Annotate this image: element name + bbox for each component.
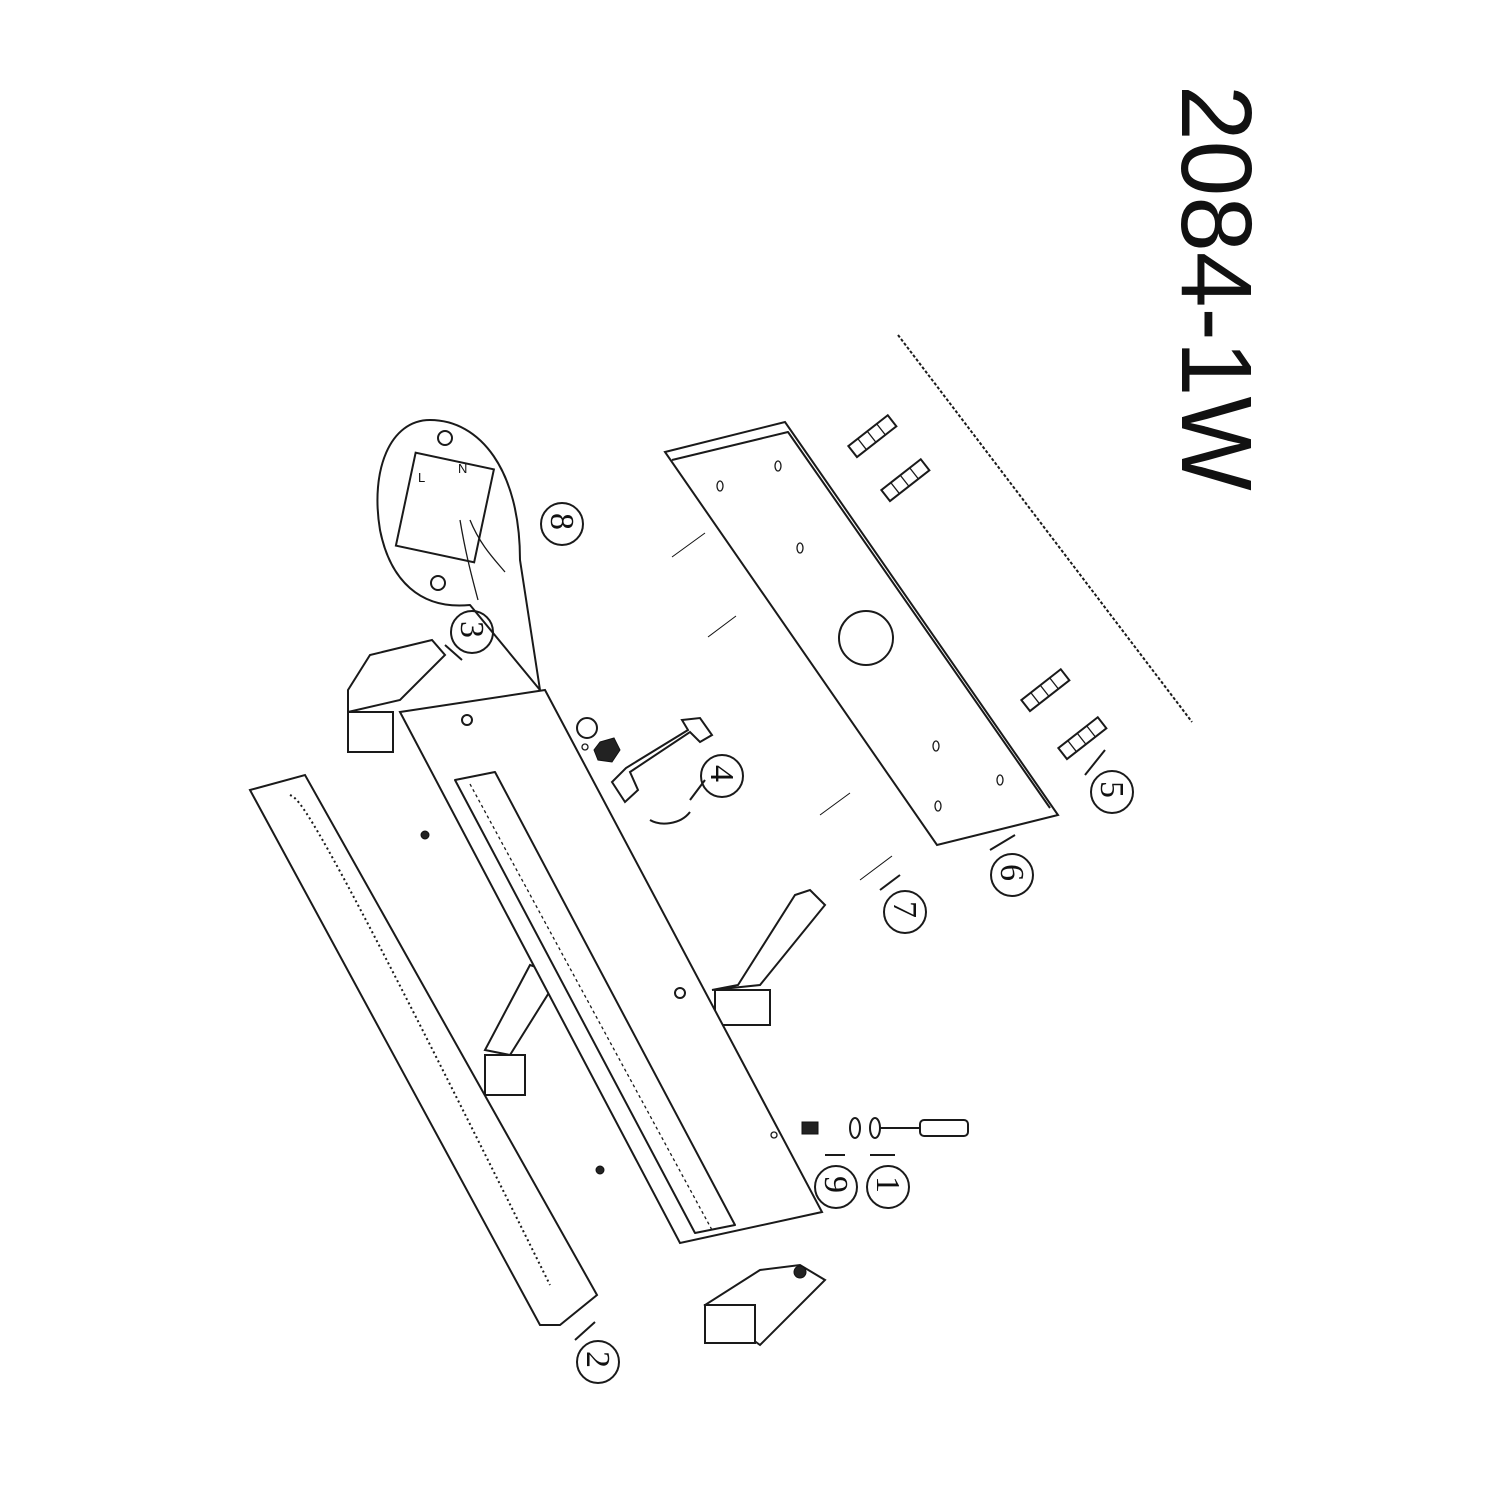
- nut-and-washer: [576, 717, 621, 763]
- svg-text:3: 3: [453, 621, 490, 638]
- svg-text:7: 7: [886, 901, 923, 918]
- wall-hatching: [897, 334, 1193, 723]
- step-6: 6: [990, 853, 1034, 897]
- svg-text:4: 4: [703, 765, 740, 782]
- step-2: 2: [576, 1340, 620, 1384]
- step-1: 1: [866, 1165, 910, 1209]
- screwdriver-icon: [801, 1117, 969, 1139]
- wall-plugs: [846, 413, 1108, 761]
- diffuser: [248, 773, 605, 1326]
- wrench-icon: [610, 716, 714, 825]
- step-7: 7: [883, 890, 927, 934]
- wiring-detail-callout: L N: [376, 419, 541, 691]
- end-caps: [347, 638, 827, 1347]
- step-3: 3: [450, 610, 494, 654]
- model-code: 2084-1W: [1160, 85, 1272, 491]
- step-4: 4: [700, 754, 744, 798]
- step-9: 9: [814, 1165, 858, 1209]
- screws: [671, 532, 893, 881]
- direction-arrows: [444, 644, 1106, 1341]
- terminal-live-label: L: [418, 470, 425, 485]
- svg-text:2: 2: [579, 1351, 616, 1368]
- svg-text:5: 5: [1093, 781, 1130, 798]
- svg-text:9: 9: [817, 1176, 854, 1193]
- lamp-body: [398, 688, 824, 1245]
- svg-text:6: 6: [993, 864, 1030, 881]
- svg-text:1: 1: [869, 1176, 906, 1193]
- terminal-neutral-label: N: [458, 461, 467, 476]
- step-5: 5: [1090, 770, 1134, 814]
- svg-text:8: 8: [543, 513, 580, 530]
- step-8: 8: [540, 502, 584, 546]
- mounting-plate: [663, 420, 1060, 847]
